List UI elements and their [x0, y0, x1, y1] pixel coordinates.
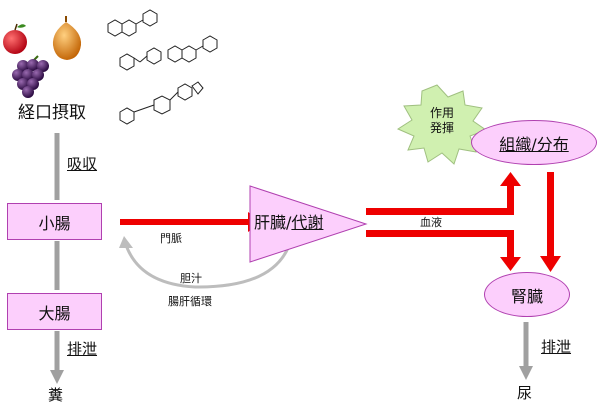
- action-label-1: 作用: [430, 106, 455, 120]
- urine-label: 尿: [517, 384, 533, 402]
- small-intestine-node: 小腸: [7, 203, 102, 240]
- large-intestine-label: 大腸: [38, 303, 71, 323]
- oral-intake-label: 経口摂取: [18, 103, 86, 123]
- large-intestine-node: 大腸: [7, 293, 102, 330]
- tissue-distribution-node: 組織/分布: [471, 120, 597, 165]
- bile-label: 胆汁: [180, 272, 202, 285]
- tissue-distribution-label: 組織/分布: [499, 134, 569, 154]
- small-intestine-label: 小腸: [38, 213, 71, 233]
- action-label-2: 発揮: [430, 121, 455, 135]
- flavonoid-structures: [107, 9, 218, 125]
- liver-label: 肝臓/代謝: [254, 215, 323, 231]
- apple-icon: [3, 23, 27, 54]
- action-burst: [396, 84, 488, 165]
- enterohepatic-label: 腸肝循環: [168, 295, 212, 308]
- excretion-right-label: 排泄: [541, 338, 572, 356]
- grapes-icon: [12, 55, 49, 98]
- enterohepatic-arc: [119, 236, 290, 289]
- liver-prefix: 肝臓/: [254, 213, 292, 232]
- blood-label: 血液: [420, 216, 442, 229]
- portal-vein-label: 門脈: [160, 232, 182, 245]
- kidney-label: 腎臓: [510, 286, 543, 306]
- metabolism-label: 代謝: [291, 213, 324, 232]
- feces-label: 糞: [48, 386, 64, 404]
- excretion-left-label: 排泄: [67, 340, 98, 358]
- gray-arrows: [50, 133, 533, 384]
- onion-icon: [52, 16, 82, 60]
- kidney-node: 腎臓: [484, 272, 570, 317]
- liver-triangle: [249, 185, 368, 263]
- absorption-label: 吸収: [67, 155, 98, 173]
